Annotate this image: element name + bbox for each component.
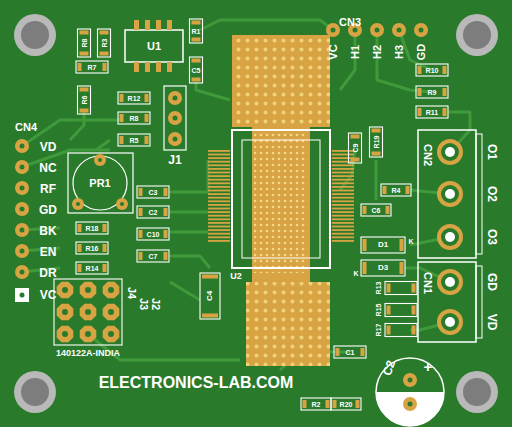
silkscreen-label: O2 (486, 186, 498, 202)
silkscreen-label: 140122A-INDIA (56, 349, 120, 358)
u1-footprint (125, 20, 183, 72)
silkscreen-label: C10 (147, 231, 160, 238)
silkscreen-label: R10 (426, 67, 439, 74)
pr1-trimmer (68, 153, 133, 213)
silkscreen-label: H3 (394, 45, 405, 59)
silkscreen-label: R8 (130, 115, 139, 122)
silkscreen-label: BK (39, 225, 56, 237)
silkscreen-label: R17 (375, 324, 382, 337)
silkscreen-label: CN1 (422, 272, 433, 294)
silkscreen-label: DR (39, 267, 56, 279)
silkscreen-label: R12 (128, 95, 141, 102)
silkscreen-label: R16 (86, 245, 99, 252)
silkscreen-label: D1 (378, 241, 388, 249)
silkscreen-label: VC (40, 289, 57, 301)
silkscreen-label: R11 (426, 109, 438, 116)
silkscreen-label: C4 (206, 291, 214, 301)
silkscreen-label: J3 (138, 298, 149, 310)
silkscreen-label: CN4 (15, 122, 37, 133)
silkscreen-label: R2 (312, 401, 321, 408)
silkscreen-label: R5 (130, 137, 139, 144)
terminal-blocks (418, 130, 482, 342)
silkscreen-label: R8 (81, 39, 88, 48)
silkscreen-label: GD (39, 204, 57, 216)
silkscreen-label: R18 (86, 225, 99, 232)
copper-traces (22, 20, 470, 370)
silkscreen-label: C9 (352, 144, 359, 153)
silkscreen-label: C1 (346, 349, 355, 356)
silkscreen-label: C2 (149, 209, 158, 216)
silkscreen-label: R19 (373, 136, 380, 149)
silkscreen-label: GD (416, 44, 427, 61)
silkscreen-label: VD (40, 141, 57, 153)
silkscreen-label: GD (486, 273, 498, 291)
j2-j4-header (54, 279, 122, 345)
silkscreen-label: CN2 (422, 144, 433, 166)
silkscreen-label: R9 (428, 89, 437, 96)
silkscreen-label: PR1 (89, 178, 110, 189)
silkscreen-label: K (408, 238, 413, 245)
silkscreen-label: H2 (372, 45, 383, 59)
silkscreen-label: + (424, 359, 433, 374)
cn4-connector (15, 139, 29, 302)
silkscreen-label: O3 (486, 229, 498, 245)
silkscreen-label: R14 (86, 265, 99, 272)
silkscreen-label: K (353, 270, 358, 277)
silkscreen-label: H1 (350, 45, 361, 59)
component-footprints (76, 19, 448, 410)
silkscreen-label: C3 (149, 189, 158, 196)
silkscreen-label: C6 (372, 207, 381, 214)
silkscreen-label: J2 (150, 298, 161, 310)
silkscreen-label: EN (40, 246, 57, 258)
silkscreen-label: ELECTRONICS-LAB.COM (99, 375, 294, 391)
silkscreen-label: R7 (88, 64, 97, 71)
c2-electrolytic (376, 358, 444, 426)
silkscreen-label: VD (486, 314, 498, 331)
j1-header (164, 86, 186, 150)
silkscreen-label: U1 (147, 41, 161, 52)
silkscreen-label: J4 (126, 287, 137, 299)
silkscreen-label: CN3 (339, 17, 361, 28)
silkscreen-label: C7 (149, 253, 158, 260)
silkscreen-label: J1 (168, 154, 181, 166)
silkscreen-label: NC (39, 162, 56, 174)
silkscreen-label: D3 (378, 264, 388, 272)
silkscreen-label: R4 (392, 187, 401, 194)
silkscreen-label: C5 (192, 67, 201, 74)
silkscreen-label: R20 (340, 401, 353, 408)
mounting-holes (14, 14, 498, 413)
silkscreen-label: R3 (101, 39, 108, 48)
silkscreen-label: VC (328, 44, 339, 59)
silkscreen-label: R13 (375, 282, 382, 295)
silkscreen-label: U2 (230, 272, 242, 281)
silkscreen-label: R1 (192, 28, 201, 35)
silkscreen-label: RF (40, 183, 56, 195)
u2-footprint (208, 35, 354, 366)
silkscreen-label: R6 (81, 96, 88, 105)
silkscreen-label: O1 (486, 144, 498, 160)
silkscreen-label: R15 (375, 304, 382, 317)
silkscreen-label: C2 (381, 359, 398, 378)
